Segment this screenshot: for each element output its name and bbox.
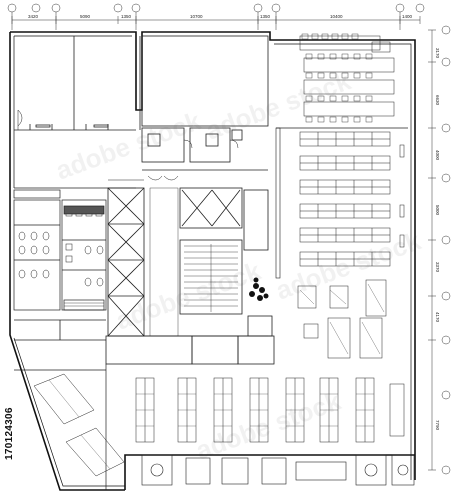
open-seating-area bbox=[276, 33, 408, 129]
svg-text:adobe stock: adobe stock bbox=[52, 105, 205, 185]
right-dim-2: 6630 bbox=[435, 95, 440, 106]
right-dim-1: 3170 bbox=[435, 48, 440, 59]
stair-treads bbox=[184, 244, 238, 312]
upper-middle-rooms bbox=[141, 35, 269, 171]
right-dimension-labels: 3170 6630 4000 5000 3370 4170 7790 bbox=[435, 48, 440, 431]
toilet-fixtures bbox=[18, 209, 104, 287]
top-dimension-labels: 3420 5090 1350 10700 1350 10400 1400 bbox=[28, 14, 413, 19]
right-grid-bubbles bbox=[441, 25, 451, 475]
svg-text:adobe stock: adobe stock bbox=[272, 225, 425, 305]
right-dimension-line bbox=[428, 29, 436, 471]
top-dim-5: 1350 bbox=[260, 14, 271, 19]
top-dim-4: 10700 bbox=[190, 14, 203, 19]
lower-small-rooms bbox=[141, 454, 415, 486]
stock-id-label: 170124306 bbox=[4, 407, 15, 460]
chair-icons bbox=[301, 33, 373, 123]
top-dim-2: 5090 bbox=[80, 14, 91, 19]
right-dim-6: 4170 bbox=[435, 312, 440, 323]
planter-icon bbox=[249, 277, 269, 301]
top-grid-bubbles bbox=[7, 3, 425, 30]
right-dim-7: 7790 bbox=[435, 420, 440, 431]
restrooms bbox=[13, 189, 107, 311]
top-dim-7: 1400 bbox=[402, 14, 413, 19]
svg-text:adobe stock: adobe stock bbox=[192, 385, 345, 465]
right-dim-5: 3370 bbox=[435, 262, 440, 273]
top-dim-3: 1350 bbox=[121, 14, 132, 19]
exterior-walls bbox=[9, 31, 416, 491]
lower-service-area bbox=[14, 319, 275, 365]
top-dimension-line bbox=[11, 16, 421, 24]
top-dim-1: 3420 bbox=[28, 14, 39, 19]
exterior-walls-inner bbox=[13, 35, 412, 487]
top-dim-6: 10400 bbox=[330, 14, 343, 19]
collaboration-tables bbox=[297, 279, 387, 359]
svg-text:adobe stock: adobe stock bbox=[202, 65, 355, 145]
diagonal-wing-desks bbox=[14, 364, 125, 490]
lower-desk-rows bbox=[135, 377, 405, 443]
right-dim-3: 4000 bbox=[435, 150, 440, 161]
workstation-clusters bbox=[275, 127, 405, 279]
right-dim-4: 5000 bbox=[435, 205, 440, 216]
